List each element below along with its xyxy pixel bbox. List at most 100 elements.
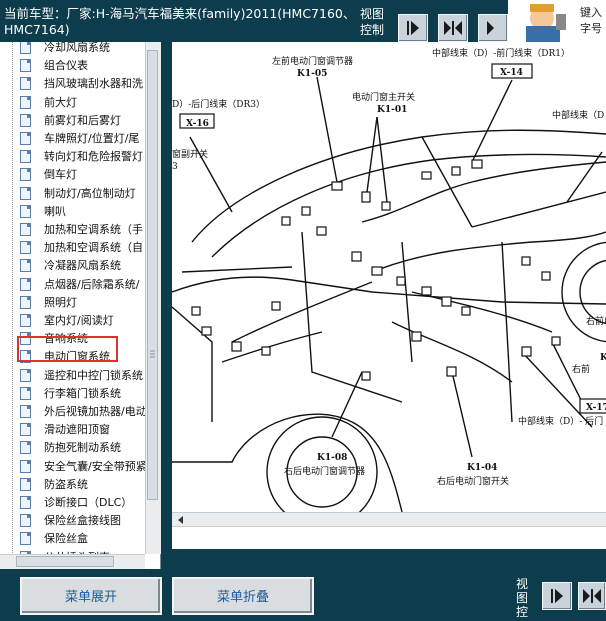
document-icon [20,423,31,437]
diagram-status-bar [172,526,606,549]
tree-item-label: 保险丝盒 [44,532,88,546]
scroll-left-icon[interactable] [174,513,188,527]
document-icon [20,314,31,327]
tree-item-label: 防抱死制动系统 [44,441,121,455]
view-control-label-bottom: 视图控 [516,577,529,619]
rr-regulator-label: 右后电动门窗调节器 [284,465,365,477]
tree-item-label: 前大灯 [44,95,77,109]
tree-item-label: 照明灯 [44,295,77,309]
current-vehicle-label: 当前车型：厂家:H-海马汽车福美来(family)2011(HMC7160、HM… [4,6,356,37]
svg-text:键入: 键入 [580,5,602,19]
document-icon [20,441,31,455]
document-icon [20,350,31,364]
document-icon [20,223,31,236]
fit-arrows-icon [583,589,601,603]
document-icon [20,477,31,491]
document-icon [20,77,31,91]
next-view-button[interactable] [478,14,508,42]
tree-item-label: 组合仪表 [44,59,88,73]
document-icon [20,295,31,309]
tree-item-label: 冷却风扇系统 [44,42,110,54]
k101-label: K1-01 [377,105,407,115]
tree-item-label: 保险丝盒接线图 [44,514,121,528]
document-icon [20,277,31,291]
document-icon [20,132,31,145]
tree-item-label: 防盗系统 [44,477,88,491]
tree-item-label: 车牌照灯/位置灯/尾 [44,132,140,145]
document-icon [20,405,31,418]
mid-harness-front-label: 中部线束（D）-前门线束（DR1） [432,47,570,59]
document-icon [20,259,31,273]
expand-menu-button[interactable]: 菜单展开 [20,577,162,615]
svg-text:字号: 字号 [580,21,602,35]
fit-arrows-icon [444,21,462,35]
rf-regulator-partial-label: 右前电 [586,315,606,327]
next-page-button[interactable] [398,14,428,42]
collapse-menu-button[interactable]: 菜单折叠 [172,577,314,615]
tree-item-label: 冷凝器风扇系统 [44,259,121,273]
tree-item-label: 喇叭 [44,204,66,218]
number-3-label: 3 [172,162,178,172]
k105-label: K1-05 [297,69,327,79]
document-icon [20,186,31,200]
x17-label: X-17 [586,403,606,413]
tree-item-label: 转向灯和危险报警灯 [44,150,143,164]
tree-scroll-thumb[interactable] [147,50,158,500]
mid-harness-right-label: 中部线束（D [552,109,604,121]
selected-item-highlight [17,336,118,362]
view-control-label: 视图控制 [360,7,385,37]
arrow-right-icon [407,21,419,35]
tree-item-label: 加热和空调系统（手 [44,223,143,236]
document-icon [20,241,31,255]
document-icon [20,532,31,546]
master-switch-label: 电动门窗主开关 [352,91,415,103]
tree-item-label: 加热和空调系统（自 [44,241,143,255]
x14-label: X-14 [500,68,523,78]
arrow-right-icon [551,589,563,603]
x16-label: X-16 [186,119,209,129]
lf-regulator-label: 左前电动门窗调节器 [272,55,353,67]
rear-harness-label: D）-后门线束（DR3） [172,98,265,110]
tree-item-label: 安全气囊/安全带预紧 [44,459,147,473]
system-menu-tree: 冷却风扇系统组合仪表挡风玻璃刮水器和洗前大灯前雾灯和后雾灯车牌照灯/位置灯/尾转… [0,42,161,569]
tree-item-label: 室内灯/阅读灯 [44,314,114,327]
mid-harness-rear-label: 中部线束（D）- 后门 [518,415,603,427]
document-icon [20,42,31,54]
next-page-button-bottom[interactable] [542,582,572,610]
tree-hscroll-thumb[interactable] [16,556,114,567]
right-front-partial-label: 右前 [572,363,590,375]
document-icon [20,95,31,109]
k108-label: K1-08 [317,453,347,463]
document-icon [20,59,31,73]
tree-item-label: 前雾灯和后雾灯 [44,113,121,127]
tree-item-label: 诊断接口（DLC） [44,496,133,509]
tree-item-label: 音响系统 [44,332,88,346]
tree-item-label: 倒车灯 [44,168,77,182]
arrow-right-icon [487,21,494,35]
tree-item-label: 遥控和中控门锁系统 [44,368,143,382]
document-icon [20,368,31,382]
document-icon [20,386,31,400]
power-window-diagram: 左前电动门窗调节器 K1-05 电动门窗主开关 K1-01 中部线束（D）-前门… [172,47,606,512]
fit-view-button[interactable] [438,14,468,42]
diagram-horizontal-scrollbar[interactable] [172,512,606,527]
document-icon [20,168,31,182]
wiring-diagram-pane[interactable]: 左前电动门窗调节器 K1-05 电动门窗主开关 K1-01 中部线束（D）-前门… [172,42,606,512]
document-icon [20,459,31,473]
document-icon [20,113,31,127]
document-icon [20,204,31,218]
tree-item-label: 外后视镜加热器/电动 [44,405,147,418]
document-icon [20,150,31,164]
tree-item-label: 滑动遮阳顶窗 [44,423,110,437]
mascot-logo: 键入 字号 [508,0,606,42]
window-switch-label: 窗副开关 [172,148,208,160]
document-icon [20,332,31,346]
tree-item-label: 行李箱门锁系统 [44,386,121,400]
document-icon [20,514,31,528]
k-partial-label: K [600,353,606,363]
tree-item-label: 点烟器/后除霜系统/ [44,277,140,291]
k104-label: K1-04 [467,463,497,473]
document-icon [20,496,31,509]
tree-item-label: 挡风玻璃刮水器和洗 [44,77,143,91]
fit-view-button-bottom[interactable] [578,582,606,610]
